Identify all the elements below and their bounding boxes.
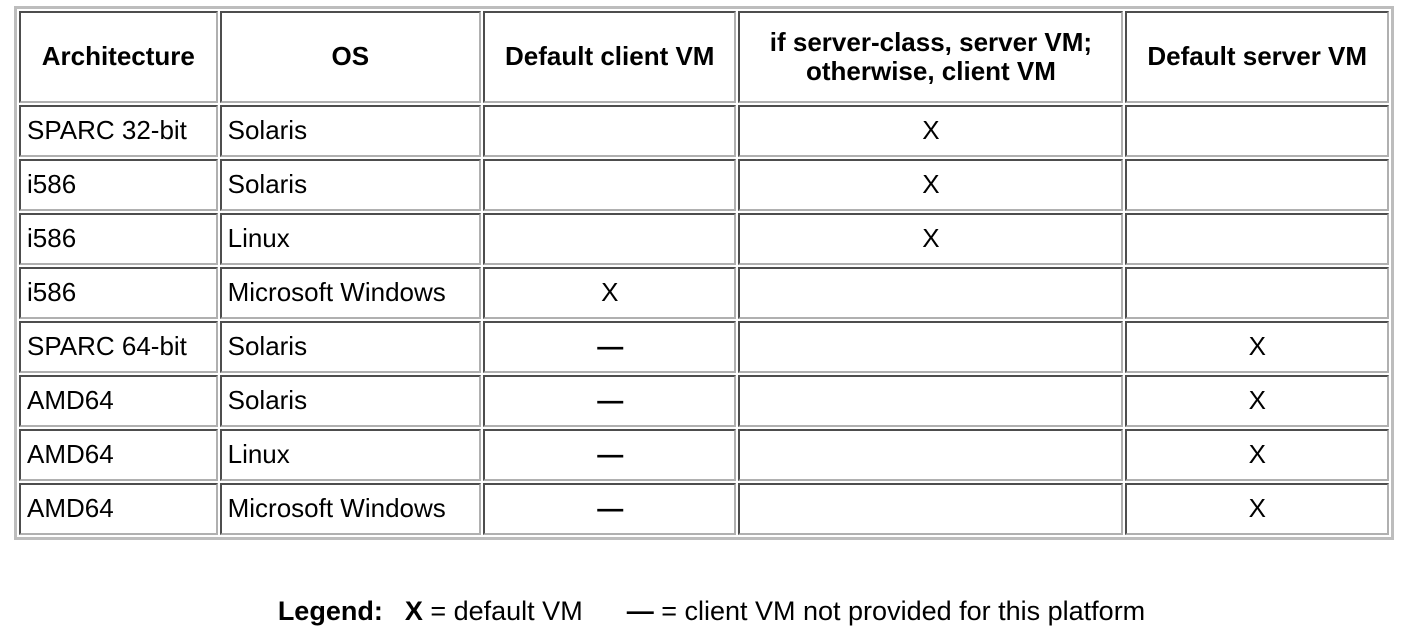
- cell-conditional: [738, 429, 1124, 481]
- cell-default-server-vm: X: [1125, 483, 1389, 535]
- cell-architecture: i586: [19, 267, 218, 319]
- cell-default-client-vm: [483, 159, 737, 211]
- cell-default-server-vm: X: [1125, 429, 1389, 481]
- column-header-conditional-line2: otherwise, client VM: [805, 56, 1056, 86]
- cell-architecture: SPARC 64-bit: [19, 321, 218, 373]
- cell-conditional: X: [738, 105, 1124, 157]
- cell-default-server-vm: [1125, 105, 1389, 157]
- cell-default-server-vm: X: [1125, 321, 1389, 373]
- table-header: Architecture OS Default client VM if ser…: [19, 11, 1389, 103]
- legend: Legend: X = default VM — = client VM not p…: [0, 596, 1423, 627]
- cell-default-client-vm: [483, 213, 737, 265]
- legend-text-dash: = client VM not provided for this platfo…: [661, 596, 1146, 626]
- legend-symbol-x: X: [404, 596, 423, 626]
- cell-conditional: X: [738, 213, 1124, 265]
- cell-os: Solaris: [219, 159, 482, 211]
- cell-default-server-vm: [1125, 213, 1389, 265]
- column-header-architecture: Architecture: [19, 11, 218, 103]
- cell-architecture: i586: [19, 159, 218, 211]
- cell-default-client-vm: X: [483, 267, 737, 319]
- table-header-row: Architecture OS Default client VM if ser…: [19, 11, 1389, 103]
- cell-os: Linux: [219, 429, 482, 481]
- cell-os: Solaris: [219, 375, 482, 427]
- cell-conditional: [738, 483, 1124, 535]
- cell-default-server-vm: X: [1125, 375, 1389, 427]
- legend-text-x: = default VM: [430, 596, 583, 626]
- cell-default-client-vm: —: [483, 483, 737, 535]
- vm-defaults-table-container: Architecture OS Default client VM if ser…: [14, 6, 1394, 540]
- cell-conditional: [738, 375, 1124, 427]
- cell-default-client-vm: —: [483, 321, 737, 373]
- cell-os: Microsoft Windows: [219, 483, 482, 535]
- cell-conditional: [738, 267, 1124, 319]
- cell-default-server-vm: [1125, 159, 1389, 211]
- cell-default-client-vm: —: [483, 375, 737, 427]
- column-header-conditional-vm: if server-class, server VM; otherwise, c…: [738, 11, 1124, 103]
- cell-architecture: AMD64: [19, 483, 218, 535]
- cell-architecture: AMD64: [19, 429, 218, 481]
- cell-default-server-vm: [1125, 267, 1389, 319]
- cell-default-client-vm: —: [483, 429, 737, 481]
- cell-os: Microsoft Windows: [219, 267, 482, 319]
- cell-os: Solaris: [219, 321, 482, 373]
- cell-os: Linux: [219, 213, 482, 265]
- legend-label: Legend:: [277, 596, 383, 626]
- cell-architecture: SPARC 32-bit: [19, 105, 218, 157]
- cell-conditional: X: [738, 159, 1124, 211]
- vm-defaults-table: Architecture OS Default client VM if ser…: [14, 6, 1394, 540]
- legend-symbol-dash: —: [626, 596, 654, 626]
- cell-architecture: i586: [19, 213, 218, 265]
- cell-architecture: AMD64: [19, 375, 218, 427]
- column-header-os: OS: [219, 11, 482, 103]
- column-header-default-client-vm: Default client VM: [483, 11, 737, 103]
- cell-default-client-vm: [483, 105, 737, 157]
- cell-os: Solaris: [219, 105, 482, 157]
- column-header-default-server-vm: Default server VM: [1125, 11, 1389, 103]
- column-header-conditional-line1: if server-class, server VM;: [769, 26, 1093, 57]
- cell-conditional: [738, 321, 1124, 373]
